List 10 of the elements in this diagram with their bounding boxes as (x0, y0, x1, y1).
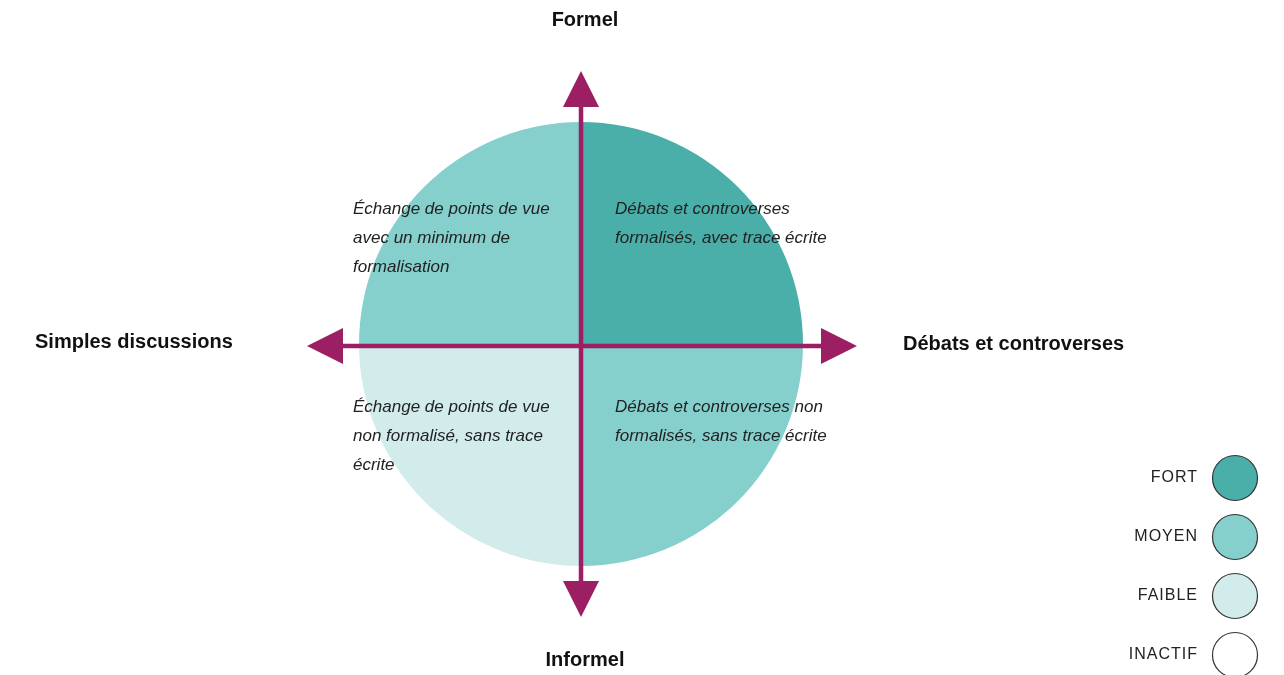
legend-label: INACTIF (1127, 645, 1198, 663)
axis-label: Débats et controverses (903, 332, 1125, 355)
legend-label: FAIBLE (1136, 586, 1198, 604)
legend-label: FORT (1149, 468, 1198, 486)
axis-label: Informel (545, 648, 625, 671)
quadrant-text: Débats et controverses non formalisés, sans trace écrite (615, 396, 828, 447)
legend-label: MOYEN (1133, 527, 1198, 545)
quadrant-text: Échange de points de vue non formalisé, sans trace écrite (353, 396, 551, 476)
axis-label: Simples discussions (35, 330, 233, 353)
axis-label: Formel (551, 8, 619, 31)
